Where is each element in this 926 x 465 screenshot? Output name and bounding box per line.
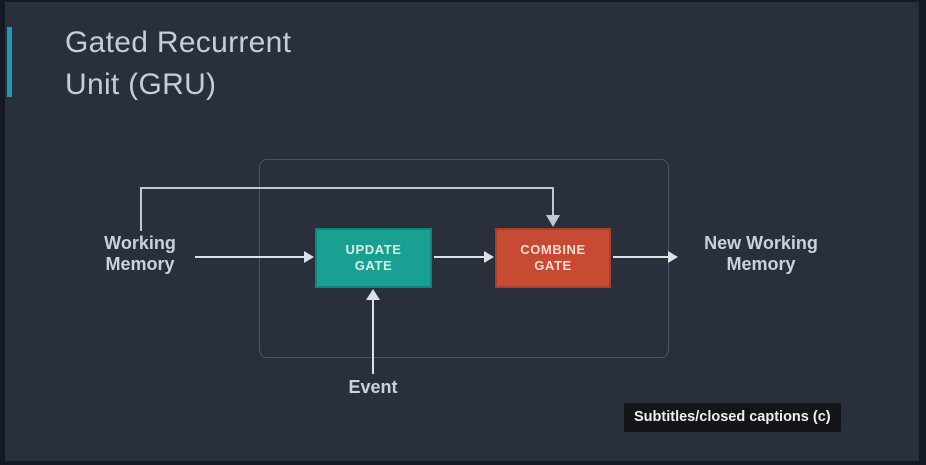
subtitles-tooltip: Subtitles/closed captions (c)	[624, 403, 841, 432]
node-new-working-memory: New Working Memory	[704, 233, 818, 274]
node-combine-gate: COMBINE GATE	[495, 228, 611, 288]
node-event: Event	[348, 377, 398, 397]
title-accent-bar	[7, 27, 12, 97]
slide-background	[5, 2, 919, 461]
slide-title: Gated Recurrent Unit (GRU)	[65, 26, 292, 101]
node-working-memory: Working Memory	[104, 233, 176, 274]
node-update-gate: UPDATE GATE	[315, 228, 432, 288]
